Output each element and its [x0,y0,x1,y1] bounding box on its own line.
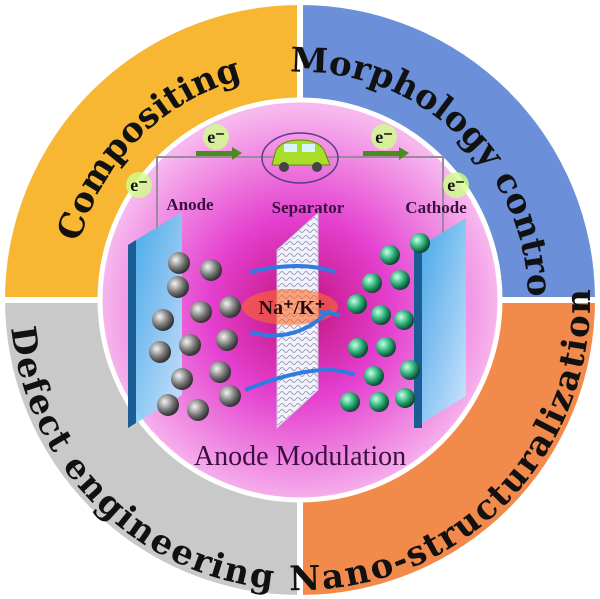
separator-label: Separator [272,198,345,217]
center-title: Anode Modulation [194,441,406,472]
cathode-plate [414,218,466,428]
electron-label: e⁻ [447,175,465,195]
car-icon [271,139,331,172]
electron-arrow-left [196,147,242,160]
anode-particles [149,252,241,421]
electron-label: e⁻ [207,127,225,147]
anode-label: Anode [166,195,214,214]
ion-flow-arrows [244,264,356,392]
external-circuit: e⁻ e⁻ e⁻ e⁻ [126,124,469,235]
electron-arrow-right [363,147,409,160]
car-icon-outline [261,132,339,184]
ion-label: Na⁺/K⁺ [259,297,326,319]
electron-label: e⁻ [375,127,393,147]
cathode-particles [340,233,430,412]
electron-label: e⁻ [130,175,148,195]
cathode-label: Cathode [405,198,467,217]
